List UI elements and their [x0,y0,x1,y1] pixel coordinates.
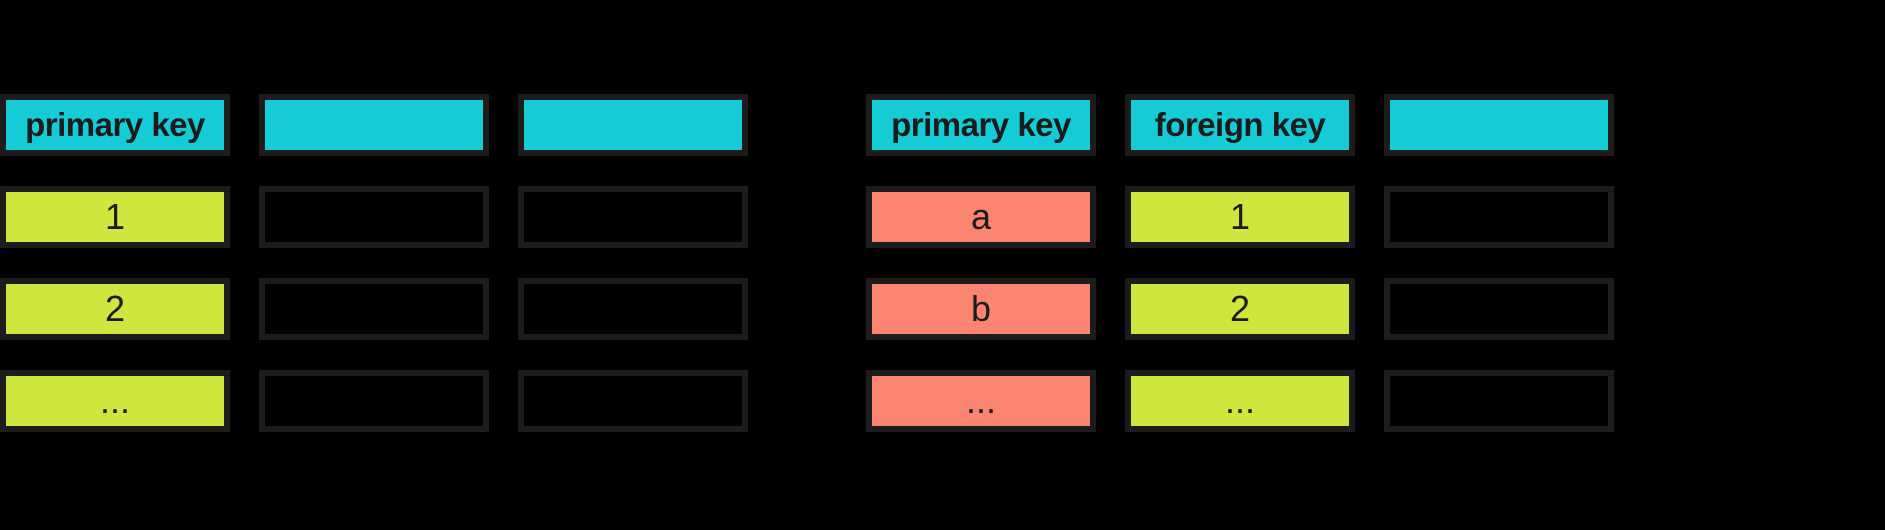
parent-empty-cell [518,370,748,432]
parent-pk-cell-row1: 1 [0,186,230,248]
child-pk-cell-row2: b [866,278,1096,340]
parent-pk-cell-ellipsis: ... [0,370,230,432]
child-table: primary key foreign key a 1 b 2 ... ... [866,94,1614,432]
parent-header-primary-key: primary key [0,94,230,156]
child-pk-cell-row1: a [866,186,1096,248]
child-empty-cell [1384,370,1614,432]
child-pk-cell-ellipsis: ... [866,370,1096,432]
parent-pk-cell-row2: 2 [0,278,230,340]
child-header-foreign-key: foreign key [1125,94,1355,156]
child-fk-cell-row2: 2 [1125,278,1355,340]
parent-empty-cell [259,370,489,432]
child-empty-cell [1384,278,1614,340]
parent-empty-cell [259,278,489,340]
child-header-primary-key: primary key [866,94,1096,156]
parent-header-col3 [518,94,748,156]
child-fk-cell-ellipsis: ... [1125,370,1355,432]
child-empty-cell [1384,186,1614,248]
child-header-col3 [1384,94,1614,156]
child-fk-cell-row1: 1 [1125,186,1355,248]
parent-empty-cell [518,278,748,340]
parent-empty-cell [259,186,489,248]
parent-empty-cell [518,186,748,248]
parent-table: primary key 1 2 ... [0,94,748,432]
parent-header-col2 [259,94,489,156]
